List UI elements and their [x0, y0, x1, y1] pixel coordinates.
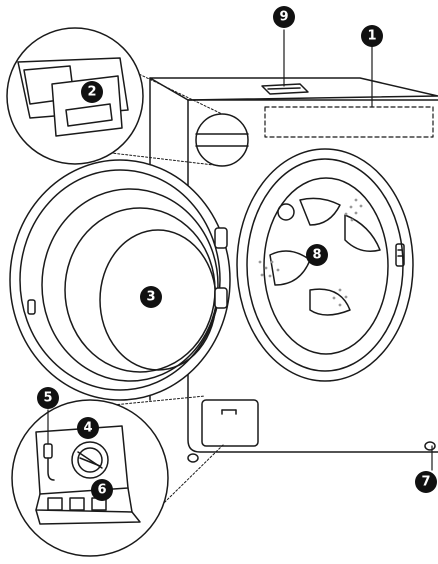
pump-filter-zoom — [11, 395, 225, 557]
callout-2: 2 — [81, 81, 103, 103]
callout-8: 8 — [306, 244, 328, 266]
callout-label: 9 — [279, 10, 288, 25]
leveling-foot — [187, 441, 436, 463]
callout-6: 6 — [91, 479, 113, 501]
cabinet — [149, 77, 438, 463]
callout-label: 2 — [87, 85, 96, 100]
leader-lines — [47, 29, 433, 471]
callout-label: 3 — [146, 290, 155, 305]
callout-3: 3 — [140, 286, 162, 308]
callout-label: 7 — [421, 475, 430, 490]
drawer-housing — [17, 57, 129, 119]
control-panel — [264, 106, 434, 138]
callout-label: 8 — [312, 248, 321, 263]
callout-label: 4 — [83, 421, 92, 436]
top-lid-vent — [261, 83, 309, 95]
door — [9, 159, 231, 401]
callout-label: 6 — [97, 483, 106, 498]
callout-7: 7 — [415, 471, 437, 493]
callout-1: 1 — [361, 25, 383, 47]
detergent-drawer-zoom — [6, 27, 223, 167]
drum-perforations — [258, 198, 363, 307]
callout-label: 1 — [367, 29, 376, 44]
detergent-drawer-outline — [195, 113, 249, 167]
callout-4: 4 — [77, 417, 99, 439]
callout-5: 5 — [37, 387, 59, 409]
drain-cover — [201, 399, 259, 447]
pump-filter — [71, 441, 109, 479]
callout-9: 9 — [273, 6, 295, 28]
drum — [236, 148, 414, 382]
callout-label: 5 — [43, 391, 52, 406]
